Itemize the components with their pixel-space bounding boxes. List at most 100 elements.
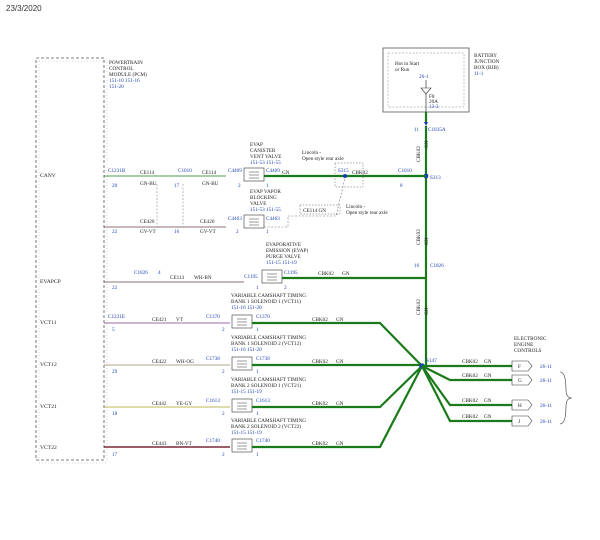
fuse-id: F8	[429, 94, 435, 100]
vct22-ce443: CE443	[152, 441, 167, 447]
vct12-solenoid-box	[231, 356, 253, 371]
vct21-pin-18: 18	[112, 411, 118, 417]
vct12-pin-29: 29	[112, 369, 118, 375]
ece-pin-j: J	[511, 415, 533, 427]
vct11-ce421: CE421	[152, 317, 167, 323]
purge-title-2: EMISSION (EVAP)	[266, 247, 308, 254]
vct21-title-1: VARIABLE CAMSHAFT TIMING	[231, 377, 306, 383]
fuse-amp: 20A	[429, 99, 438, 105]
block-title-3: VALVE	[250, 201, 266, 207]
canv-gnbu-b: GN-BU	[202, 181, 219, 187]
ce420-pin-16: 16	[174, 229, 180, 235]
vct11-pin-2: 2	[222, 327, 225, 333]
canv-pin-20: 20	[112, 183, 118, 189]
vct21-solenoid-box	[231, 398, 253, 413]
canv-ce114-b: CE114	[202, 170, 217, 176]
bjb-hot-1: Hot in Start	[395, 61, 420, 67]
block-valve-box	[243, 214, 265, 229]
ece-f-cbk: CBK02	[462, 359, 478, 365]
block-title-1: EVAP VAPOR	[250, 189, 281, 195]
solenoid-icon	[249, 218, 259, 226]
solenoid-icon	[237, 442, 247, 450]
vent-valve-box	[243, 167, 265, 182]
vct22-title-2: BANK 2 SOLENOID 2 (VCT22)	[231, 423, 301, 430]
vct11-title-1: VARIABLE CAMSHAFT TIMING	[231, 293, 306, 299]
fuse-ref: 13-3	[429, 104, 439, 110]
lincoln-note-b1: Lincoln -	[346, 204, 365, 210]
vct22-bnvt: BN-VT	[176, 441, 193, 447]
vct11-ground	[252, 321, 423, 367]
solenoid-icon	[267, 273, 277, 281]
block-pin-2: 2	[236, 229, 239, 235]
lincoln-note-b2: Open style rear axle	[346, 210, 388, 216]
ece-pin-f-label: F	[518, 364, 521, 370]
vent-title-1: EVAP	[250, 142, 263, 148]
vct21-pin-2: 2	[222, 411, 225, 417]
canv-pin-2: 2	[238, 183, 241, 189]
vct21-ref: 151-15 151-19	[231, 389, 262, 395]
vct21-ce442: CE442	[152, 401, 167, 407]
ece-title-2: ENGINE	[514, 342, 533, 348]
vent-cbk02: CBK02	[352, 170, 368, 176]
vct21-cbk02: CBK02	[312, 401, 328, 407]
signal-vct12: VCT12	[40, 362, 57, 368]
connector-arrow-icon	[424, 122, 428, 126]
bjb-title-3: BOX (BJB)	[474, 64, 499, 71]
purge-pin-2: 2	[284, 285, 287, 291]
vent-title-2: CANISTER	[250, 148, 276, 154]
pcm-box-inner	[38, 60, 108, 464]
ce420-gnvt-b: GV-VT	[200, 229, 216, 235]
signal-vct21: VCT21	[40, 404, 57, 410]
bjb-ref: 11-1	[474, 71, 484, 77]
vent-gn: GN	[282, 170, 290, 176]
c1738-left: C1738	[206, 356, 220, 362]
splice-s315	[343, 174, 347, 178]
ece-j-gn: GN	[484, 414, 492, 420]
vent-title-3: VENT VALVE	[250, 154, 281, 160]
evapcp-ce113: CE113	[170, 275, 185, 281]
ce420-pin-22: 22	[112, 229, 118, 235]
c1738-right: C1738	[256, 356, 270, 362]
vct22-cbk02: CBK02	[312, 441, 328, 447]
c4409-left: C4409	[228, 168, 242, 174]
c1613-right: C1613	[256, 398, 270, 404]
canv-pin-17: 17	[174, 183, 180, 189]
ece-pin-f: F	[511, 360, 533, 372]
solenoid-icon	[237, 360, 247, 368]
c1613-left: C1613	[206, 398, 220, 404]
vct22-pin-1: 1	[256, 452, 259, 458]
pcm-ref-2: 151-20	[109, 84, 124, 90]
pcm-box	[35, 57, 105, 461]
pcm-title-2: CONTROL	[109, 66, 134, 72]
vct21-pin-1: 1	[256, 411, 259, 417]
vct21-title-2: BANK 2 SOLENOID 1 (VCT21)	[231, 382, 301, 389]
vct22-ground	[252, 365, 423, 449]
ce420-a: CE420	[140, 219, 155, 225]
ece-title-1: ELECTRONIC	[514, 336, 547, 342]
block-pin-1: 1	[266, 229, 269, 235]
bjb-title-1: BATTERY	[474, 53, 497, 59]
ce114-gn: CE114 GN	[303, 208, 326, 214]
purge-title-1: EVAPORATIVE	[266, 242, 301, 248]
vct11-ref: 151-16 151-20	[231, 305, 262, 311]
pcm-title-1: POWERTRAIN	[109, 60, 143, 66]
ce420-b: CE420	[200, 219, 215, 225]
c4409-right: C4409	[266, 168, 280, 174]
vct22-gn: GN	[336, 441, 344, 447]
ece-g-cbk: CBK02	[462, 373, 478, 379]
pcm-title-3: MODULE (PCM)	[109, 71, 147, 78]
vct22-pin-2: 2	[222, 452, 225, 458]
ece-ref-h: 26-11	[540, 403, 552, 409]
ece-wire-j	[421, 365, 512, 423]
ce114-option-box	[299, 204, 341, 215]
vct11-cbk02: CBK02	[312, 317, 328, 323]
c1370-right: C1370	[256, 314, 270, 320]
vert-cbk-3: CBK02	[416, 299, 422, 315]
ece-wire-g	[421, 365, 512, 382]
ece-j-cbk: CBK02	[462, 414, 478, 420]
vct11-solenoid-box	[231, 314, 253, 329]
c1231e-label: C1231E	[108, 314, 125, 320]
vct11-pin-1: 1	[256, 327, 259, 333]
purge-pin-1: 1	[256, 285, 259, 291]
vct12-cbk02: CBK02	[312, 359, 328, 365]
